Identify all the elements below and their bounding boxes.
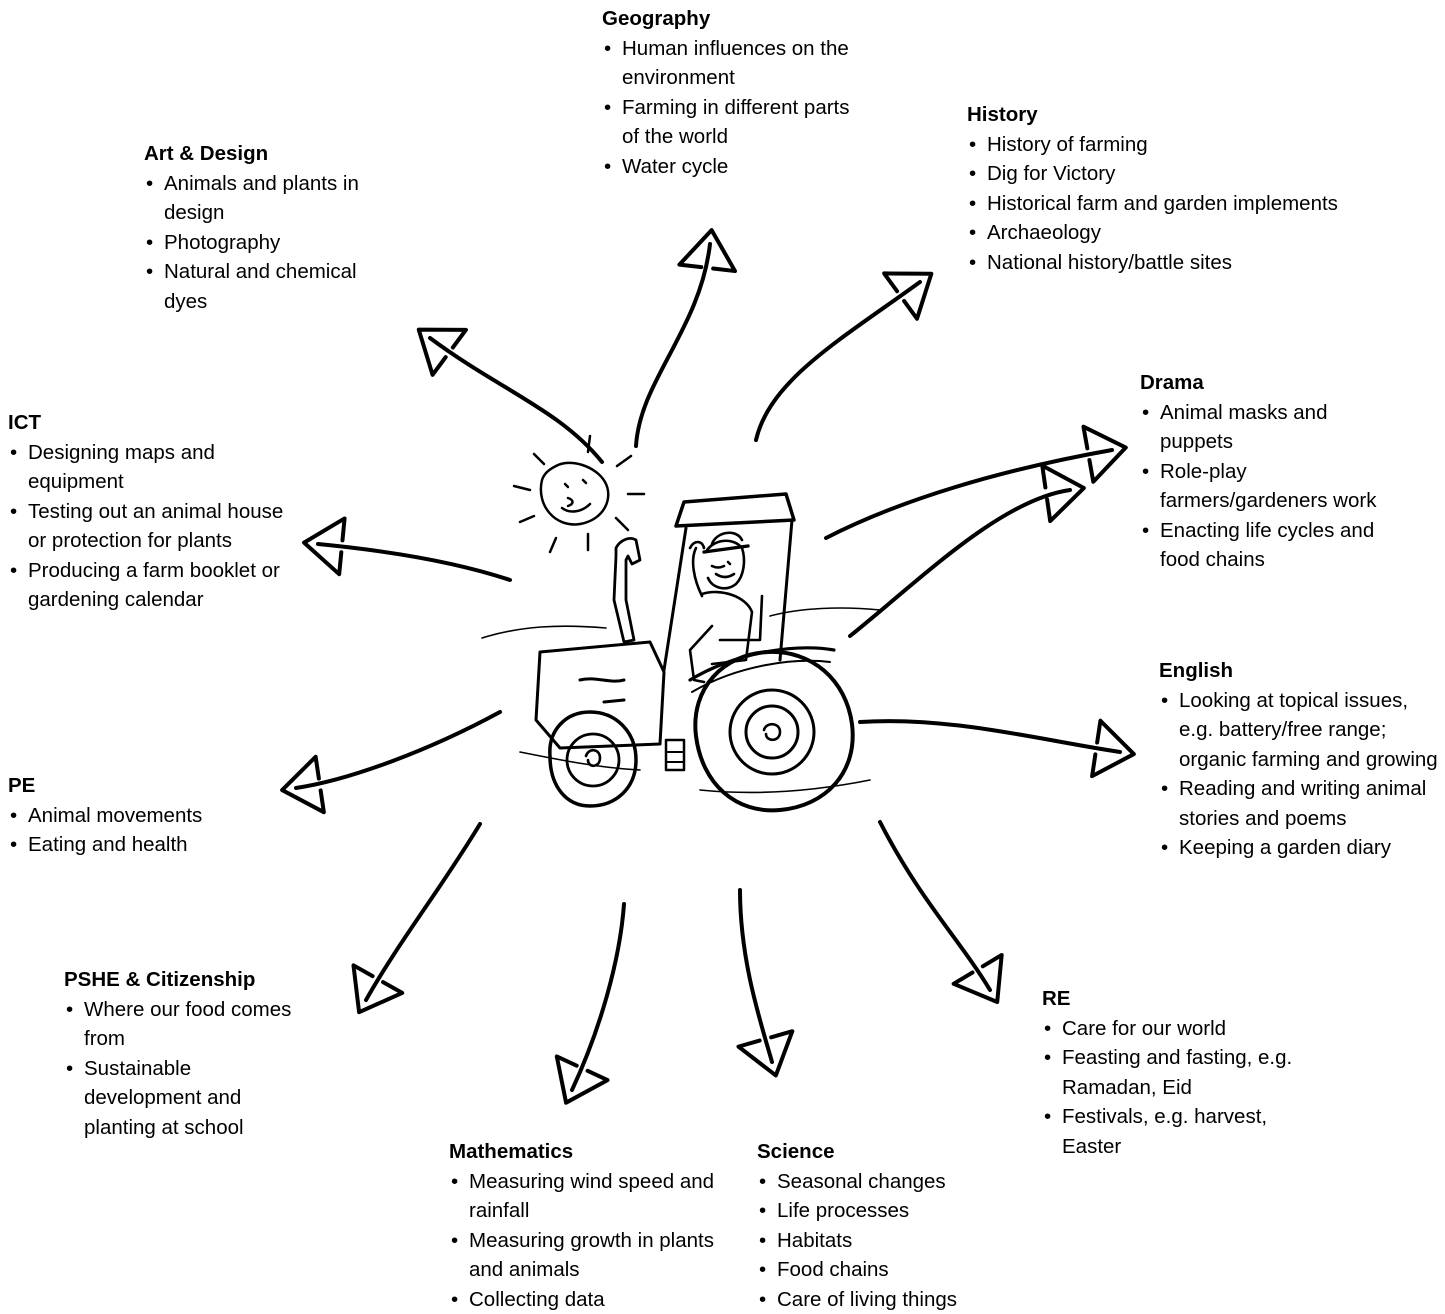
subject-item: Sustainable development and planting at …: [64, 1054, 304, 1143]
subject-pshe-citizenship: PSHE & Citizenship Where our food comes …: [64, 965, 304, 1142]
subject-item: Keeping a garden diary: [1159, 833, 1441, 863]
subject-title: English: [1159, 656, 1441, 686]
arrow-to-mathematics: [572, 904, 624, 1090]
arrowhead-art-design: [419, 330, 466, 375]
front-wheel: [550, 712, 636, 806]
subject-items: History of farming Dig for Victory Histo…: [967, 130, 1437, 278]
subject-drama: Drama Animal masks and puppets Role-play…: [1140, 368, 1380, 575]
subject-title: Drama: [1140, 368, 1380, 398]
arrow-to-history: [756, 282, 920, 440]
subject-item: Collecting data: [449, 1285, 729, 1314]
arrows-layer: [282, 230, 1134, 1103]
subject-item: Seasonal changes: [757, 1167, 997, 1197]
subject-item: Measuring wind speed and rainfall: [449, 1167, 729, 1226]
arrowhead-history: [884, 273, 931, 318]
subject-title: Mathematics: [449, 1137, 729, 1167]
arrow-to-ict: [318, 544, 510, 580]
subject-item: Designing maps and equipment: [8, 438, 298, 497]
arrowhead-re: [954, 955, 1002, 1002]
arrow-to-drama: [826, 450, 1112, 538]
subject-item: Care for our world: [1042, 1014, 1332, 1044]
subject-item: Farming in different parts of the world: [602, 93, 864, 152]
subject-item: Looking at topical issues, e.g. battery/…: [1159, 686, 1441, 775]
subject-items: Care for our world Feasting and fasting,…: [1042, 1014, 1332, 1162]
subject-items: Measuring wind speed and rainfall Measur…: [449, 1167, 729, 1314]
subject-re: RE Care for our world Feasting and fasti…: [1042, 984, 1332, 1161]
subject-title: Science: [757, 1137, 997, 1167]
subject-item: Measuring growth in plants and animals: [449, 1226, 729, 1285]
subject-item: Festivals, e.g. harvest, Easter: [1042, 1102, 1332, 1161]
ground-lines: [482, 608, 880, 792]
subject-items: Human influences on the environment Farm…: [602, 34, 864, 182]
subject-item: Reading and writing animal stories and p…: [1159, 774, 1441, 833]
subject-item: Human influences on the environment: [602, 34, 864, 93]
subject-items: Animals and plants in design Photography…: [144, 169, 384, 317]
arrow-to-pe: [296, 712, 500, 788]
arrow-to-science: [740, 890, 772, 1062]
subject-item: Eating and health: [8, 830, 248, 860]
subject-item: Food chains: [757, 1255, 997, 1285]
subject-items: Seasonal changes Life processes Habitats…: [757, 1167, 997, 1314]
subject-title: RE: [1042, 984, 1332, 1014]
arrow-to-pshe: [366, 824, 480, 1000]
subject-item: Role-play farmers/gardeners work: [1140, 457, 1380, 516]
subject-title: ICT: [8, 408, 298, 438]
subject-ict: ICT Designing maps and equipment Testing…: [8, 408, 298, 615]
subject-geography: Geography Human influences on the enviro…: [602, 4, 864, 181]
subject-title: Geography: [602, 4, 864, 34]
arrowhead-pshe: [353, 965, 402, 1012]
subject-item: History of farming: [967, 130, 1437, 160]
subject-item: Care of living things: [757, 1285, 997, 1314]
arrow-to-english: [860, 721, 1120, 752]
subject-item: Feasting and fasting, e.g. Ramadan, Eid: [1042, 1043, 1332, 1102]
subject-pe: PE Animal movements Eating and health: [8, 771, 248, 860]
subject-title: Art & Design: [144, 139, 384, 169]
subject-english: English Looking at topical issues, e.g. …: [1159, 656, 1441, 863]
subject-item: Photography: [144, 228, 384, 258]
subject-mathematics: Mathematics Measuring wind speed and rai…: [449, 1137, 729, 1314]
subject-art-design: Art & Design Animals and plants in desig…: [144, 139, 384, 316]
subject-items: Where our food comes from Sustainable de…: [64, 995, 304, 1143]
arrow-to-geography: [636, 244, 710, 446]
subject-items: Animal masks and puppets Role-play farme…: [1140, 398, 1380, 575]
subject-items: Looking at topical issues, e.g. battery/…: [1159, 686, 1441, 863]
subject-item: Animal masks and puppets: [1140, 398, 1380, 457]
subject-item: Producing a farm booklet or gardening ca…: [8, 556, 298, 615]
subject-item: Animal movements: [8, 801, 248, 831]
subject-item: Where our food comes from: [64, 995, 304, 1054]
subject-title: PE: [8, 771, 248, 801]
subject-science: Science Seasonal changes Life processes …: [757, 1137, 997, 1314]
subject-item: Dig for Victory: [967, 159, 1437, 189]
subject-item: Water cycle: [602, 152, 864, 182]
farmer-figure: [690, 533, 762, 682]
subject-item: Animals and plants in design: [144, 169, 384, 228]
subject-title: PSHE & Citizenship: [64, 965, 304, 995]
subject-item: Habitats: [757, 1226, 997, 1256]
subject-title: History: [967, 100, 1437, 130]
subject-item: Enacting life cycles and food chains: [1140, 516, 1380, 575]
tractor-illustration: [536, 494, 853, 810]
subject-item: Testing out an animal house or protectio…: [8, 497, 298, 556]
arrow-to-re: [880, 822, 990, 990]
subject-items: Animal movements Eating and health: [8, 801, 248, 860]
subject-item: Natural and chemical dyes: [144, 257, 384, 316]
subject-item: National history/battle sites: [967, 248, 1437, 278]
subject-items: Designing maps and equipment Testing out…: [8, 438, 298, 615]
subject-history: History History of farming Dig for Victo…: [967, 100, 1437, 277]
subject-item: Archaeology: [967, 218, 1437, 248]
arrow-to-art-design: [430, 338, 602, 462]
subject-item: Life processes: [757, 1196, 997, 1226]
subject-item: Historical farm and garden implements: [967, 189, 1437, 219]
sun-icon: [514, 436, 644, 552]
